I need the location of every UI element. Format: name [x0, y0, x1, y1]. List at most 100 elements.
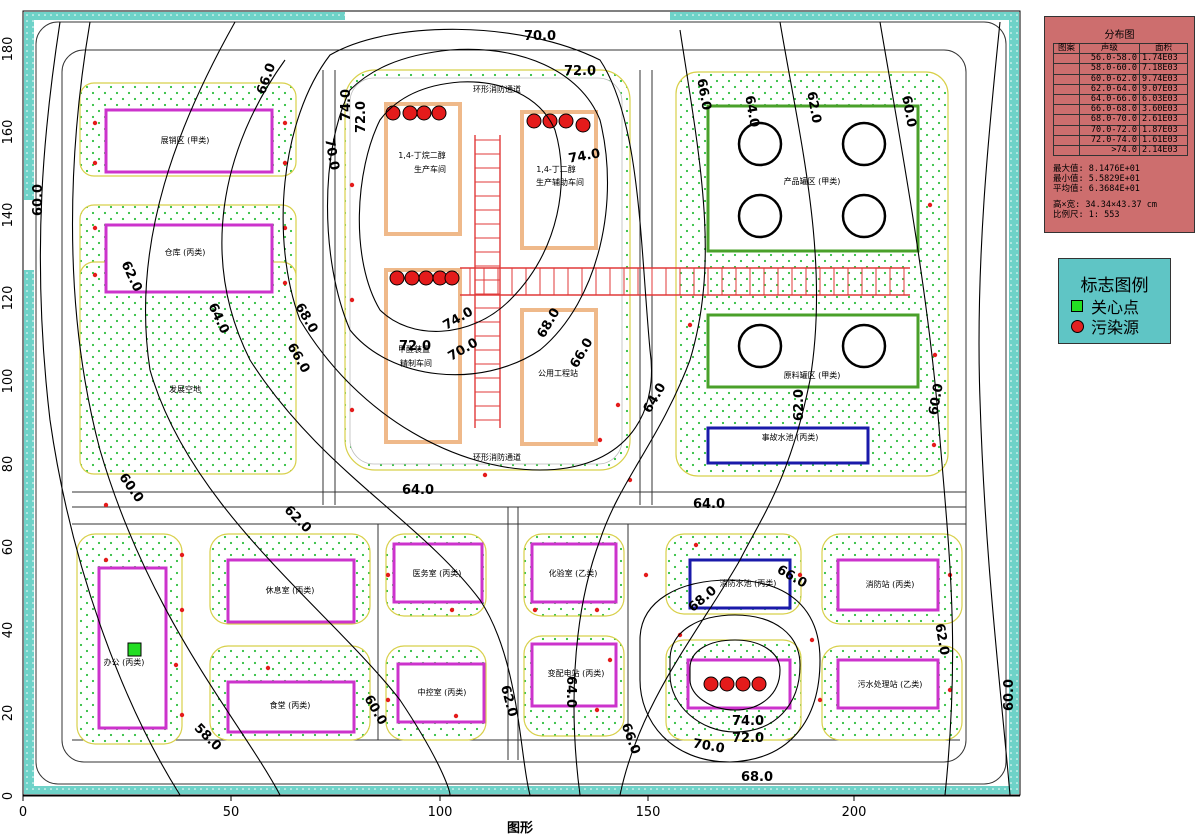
- legend-area: 2.14E03: [1138, 145, 1189, 157]
- pollution-source-marker: [607, 657, 613, 663]
- pollution-source-marker: [597, 437, 603, 443]
- pollution-source-marker: [282, 225, 288, 231]
- contour-label: 72.0: [354, 101, 369, 133]
- legend-level: 56.0-58.0: [1078, 53, 1140, 65]
- building-label-office: 办公 (丙类): [104, 657, 145, 667]
- pollution-source-marker: [931, 442, 937, 448]
- legend-area: 7.18E03: [1138, 63, 1189, 75]
- building-label-medical: 医务室 (丙类): [413, 568, 462, 578]
- pollution-source-marker: [385, 105, 401, 121]
- pollution-source-marker: [735, 676, 751, 692]
- legend-area: 3.60E03: [1138, 104, 1189, 116]
- building-label-lab: 化验室 (乙类): [549, 568, 598, 578]
- contour-label: 60.0: [116, 471, 147, 506]
- contour-label: 64.0: [563, 676, 578, 708]
- building-label-firewater: 消防水池 (丙类): [720, 578, 777, 588]
- pollution-source-marker: [265, 665, 271, 671]
- contour-label: 74.0: [732, 714, 764, 729]
- contour-label: 64.0: [741, 94, 761, 128]
- legend-pattern: [1053, 53, 1080, 65]
- pollution-source-marker: [677, 632, 683, 638]
- pipe-rack: [460, 135, 910, 428]
- legend-pattern: [1053, 83, 1080, 96]
- legend-pattern: [1053, 134, 1080, 147]
- legend-area: 9.74E03: [1138, 73, 1189, 85]
- pollution-source-marker: [179, 552, 185, 558]
- stat-size: 高×宽: 34.34×43.37 cm: [1053, 200, 1158, 211]
- pollution-source-marker: [797, 572, 803, 578]
- pollution-source-marker: [385, 697, 391, 703]
- x-tick-label: 150: [636, 805, 661, 820]
- building-label-workshop1: 生产车间: [414, 164, 446, 174]
- pollution-source-marker: [418, 270, 434, 286]
- stat-avg: 平均值: 6.3684E+01: [1053, 184, 1140, 195]
- legend-area: 9.07E03: [1138, 83, 1189, 96]
- legend-header-area: 面积: [1138, 42, 1189, 55]
- pollution-source-marker: [389, 270, 405, 286]
- pollution-source-marker: [751, 676, 767, 692]
- contour-label: 64.0: [693, 497, 725, 512]
- contour-label: 72.0: [732, 731, 764, 746]
- contour-label: 72.0: [399, 339, 431, 354]
- pollution-source-marker: [453, 713, 459, 719]
- legend-level: 68.0-70.0: [1078, 114, 1140, 126]
- building-label-admin: 展销区 (甲类): [161, 135, 210, 145]
- legend-pattern: [1053, 124, 1080, 136]
- pollution-source-marker: [594, 607, 600, 613]
- building-label-fire-station: 消防站 (丙类): [866, 579, 915, 589]
- contour-label: 66.0: [693, 77, 713, 111]
- legend-level: 64.0-66.0: [1078, 94, 1140, 106]
- pollution-source-marker: [416, 105, 432, 121]
- legend-level: 60.0-62.0: [1078, 73, 1140, 85]
- contour-label: 68.0: [741, 770, 773, 785]
- pollution-source-marker: [449, 607, 455, 613]
- pollution-source-marker: [92, 272, 98, 278]
- pollution-source-marker: [282, 160, 288, 166]
- building-label-rest: 休息室 (丙类): [266, 585, 315, 595]
- building-labels: 展销区 (甲类)仓库 (丙类)发展空地生产车间1,4-丁烷二醇生产辅助车间1,4…: [104, 84, 923, 710]
- y-tick-label: 20: [1, 705, 16, 722]
- building-label-workshop1-sub: 1,4-丁烷二醇: [398, 150, 446, 160]
- legend-area: 6.03E03: [1138, 94, 1189, 106]
- pollution-source-marker: [179, 607, 185, 613]
- pollution-source-marker: [703, 676, 719, 692]
- magenta-buildings: [97, 108, 940, 734]
- legend-pattern: [1053, 145, 1080, 157]
- legend-area: 2.61E03: [1138, 114, 1189, 126]
- y-tick-label: 180: [1, 37, 16, 62]
- contour-label: 72.0: [564, 64, 596, 79]
- building-label-canteen: 食堂 (丙类): [270, 700, 311, 710]
- contour-label: 60.0: [926, 382, 946, 416]
- legend-level: 70.0-72.0: [1078, 124, 1140, 136]
- building-label-road1: 环形消防通道: [473, 84, 521, 94]
- pollution-source-marker: [385, 572, 391, 578]
- legend-area: 1.87E03: [1138, 124, 1189, 136]
- pollution-source-marker: [615, 402, 621, 408]
- contour-label: 74.0: [567, 146, 601, 166]
- pollution-source-marker: [92, 160, 98, 166]
- y-tick-label: 40: [1, 622, 16, 639]
- symbol-legend: 标志图例 关心点 污染源: [1058, 258, 1171, 344]
- building-label-workshop3-sub: 甲醛装置: [398, 344, 430, 354]
- building-label-road2: 环形消防通道: [473, 452, 521, 462]
- contour-label: 64.0: [402, 483, 434, 498]
- pollution-source-marker: [173, 662, 179, 668]
- building-label-substation: 变配电站 (丙类): [548, 668, 605, 678]
- pollution-source-marker: [404, 270, 420, 286]
- pollution-source-marker: [558, 113, 574, 129]
- contour-label: 70.0: [321, 137, 341, 171]
- symbol-pollution-source: 污染源: [1071, 316, 1170, 337]
- pollution-source-marker: [349, 182, 355, 188]
- y-tick-label: 60: [1, 539, 16, 556]
- contour-label: 62.0: [281, 503, 314, 536]
- legend-header-level: 声级: [1078, 42, 1140, 55]
- legend-area: 1.61E03: [1138, 134, 1189, 147]
- pollution-source-marker: [575, 117, 591, 133]
